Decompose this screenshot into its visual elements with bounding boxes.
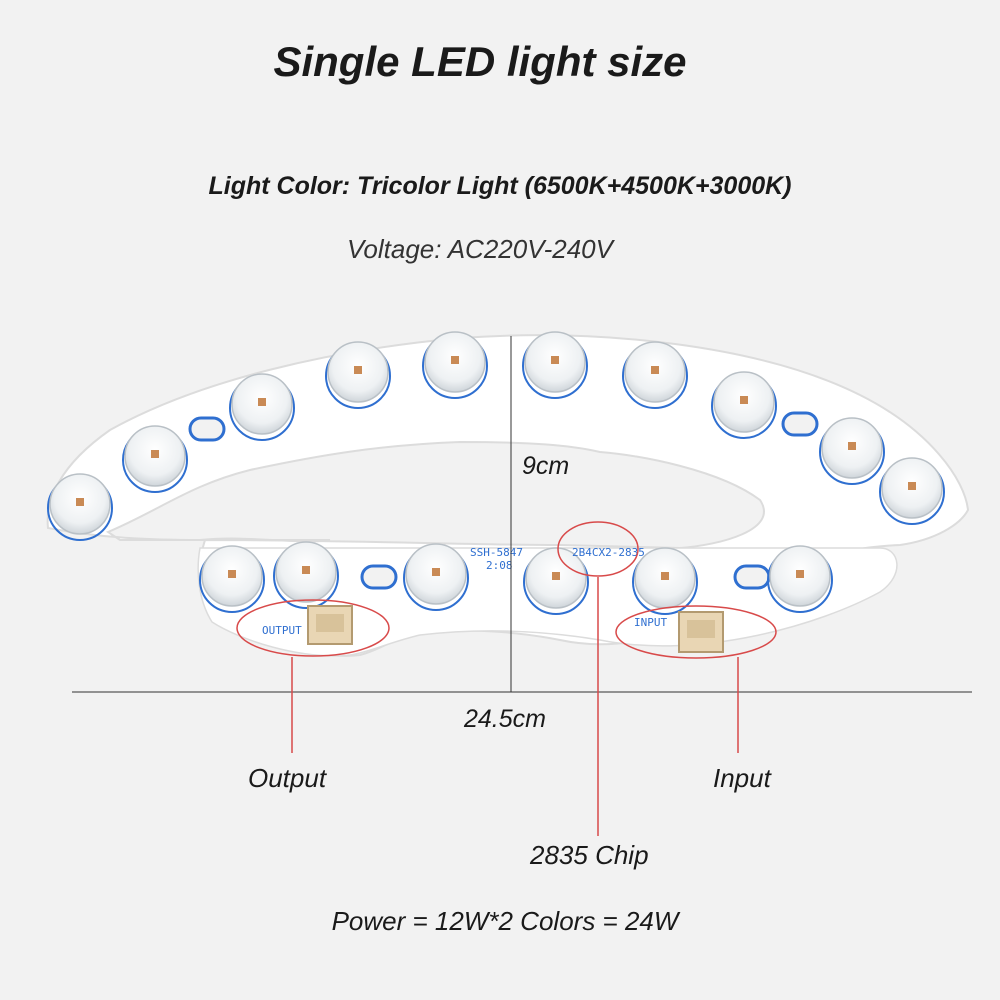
mounting-holes bbox=[188, 411, 819, 590]
mounting-hole bbox=[360, 564, 398, 590]
led-lens bbox=[403, 543, 469, 611]
power-spec: Power = 12W*2 Colors = 24W bbox=[331, 906, 679, 936]
input-callout-ellipse bbox=[615, 605, 777, 659]
page-title: Single LED light size bbox=[273, 38, 687, 85]
led-lens bbox=[273, 541, 339, 609]
led-lens bbox=[325, 341, 391, 409]
output-callout-ellipse bbox=[236, 599, 390, 657]
silk-output: OUTPUT bbox=[262, 624, 302, 637]
led-lens bbox=[523, 547, 589, 615]
output-callout-label: Output bbox=[248, 763, 327, 793]
silk-date: 2:08 bbox=[486, 559, 513, 572]
led-lens bbox=[767, 545, 833, 613]
height-dimension-label: 9cm bbox=[522, 452, 570, 480]
led-lens bbox=[879, 457, 945, 525]
chip-callout-label: 2835 Chip bbox=[530, 840, 649, 870]
led-lens bbox=[229, 373, 295, 441]
silk-input: INPUT bbox=[634, 616, 667, 629]
mounting-hole bbox=[781, 411, 819, 437]
mounting-hole bbox=[188, 416, 226, 442]
voltage-spec: Voltage: AC220V-240V bbox=[347, 234, 613, 264]
output-connector bbox=[307, 605, 353, 645]
silk-model: SSH-5847 bbox=[470, 546, 523, 559]
mounting-hole bbox=[733, 564, 771, 590]
led-lens bbox=[622, 341, 688, 409]
led-lens bbox=[47, 473, 113, 541]
input-connector bbox=[678, 611, 724, 653]
led-lens bbox=[199, 545, 265, 613]
led-lens bbox=[819, 417, 885, 485]
led-lens bbox=[522, 331, 588, 399]
input-callout-label: Input bbox=[713, 763, 771, 793]
silk-chip-code: 2B4CX2-2835 bbox=[572, 546, 645, 559]
led-lens bbox=[122, 425, 188, 493]
led-lens bbox=[711, 371, 777, 439]
chip-callout-ellipse bbox=[557, 521, 639, 577]
light-color-spec: Light Color: Tricolor Light (6500K+4500K… bbox=[208, 172, 792, 200]
width-dimension-label: 24.5cm bbox=[464, 705, 546, 733]
led-lens bbox=[422, 331, 488, 399]
led-lenses bbox=[47, 331, 945, 615]
